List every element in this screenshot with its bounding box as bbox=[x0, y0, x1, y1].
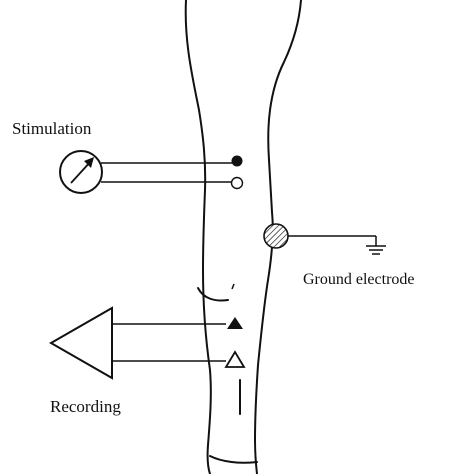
open-circle-electrode-icon bbox=[230, 176, 244, 190]
recording-leads bbox=[112, 323, 226, 362]
stimulation-label: Stimulation bbox=[12, 119, 92, 138]
stimulator-dial-icon bbox=[59, 150, 103, 194]
hatched-circle-electrode-icon bbox=[263, 223, 289, 249]
amplifier-triangle-icon bbox=[48, 306, 113, 380]
knee-mark-dash bbox=[231, 283, 235, 290]
leg-left-contour bbox=[184, 0, 212, 474]
recording-label: Recording bbox=[50, 397, 121, 416]
ground-lead bbox=[288, 235, 377, 246]
leg-outline bbox=[184, 0, 302, 474]
filled-triangle-electrode-icon bbox=[227, 317, 243, 329]
filled-circle-electrode-icon bbox=[231, 155, 243, 167]
leg-right-contour bbox=[253, 0, 302, 474]
open-triangle-electrode-icon bbox=[224, 350, 246, 368]
ground-electrode-label: Ground electrode bbox=[303, 271, 415, 288]
earth-ground-icon bbox=[366, 245, 386, 255]
knee-crease bbox=[197, 287, 229, 302]
heel-curve bbox=[209, 455, 258, 464]
stimulation-leads bbox=[101, 162, 236, 183]
